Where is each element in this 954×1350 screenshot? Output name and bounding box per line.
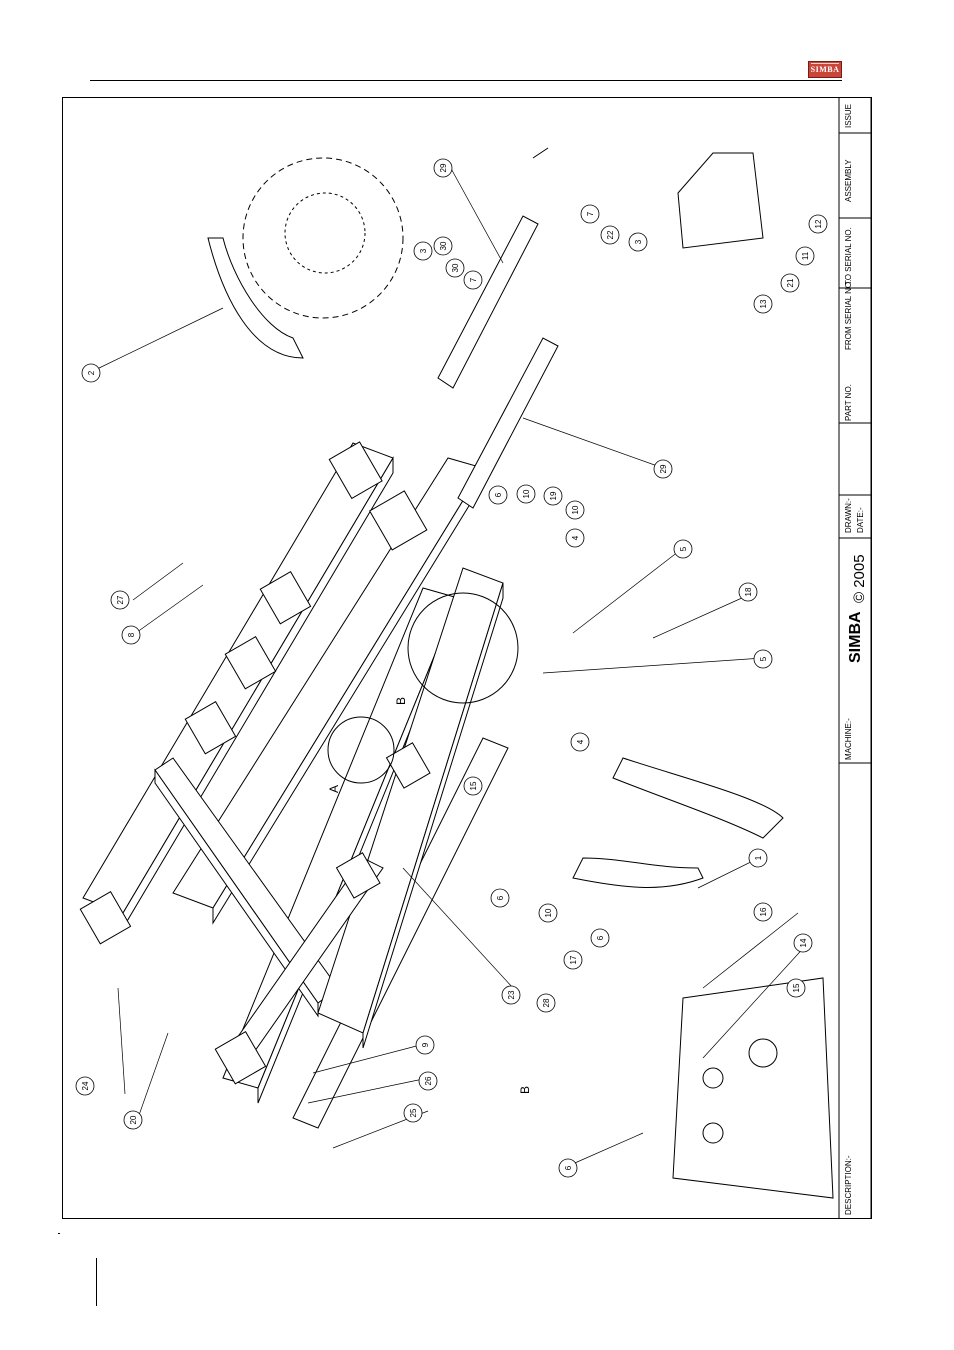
disc-assembly [208,158,403,358]
machine-label: MACHINE:- [844,718,853,760]
description-label: DESCRIPTION:- [844,1155,853,1215]
callout-label: 6 [564,1165,573,1170]
callout-label: 30 [439,241,448,250]
callout-label: 10 [522,489,531,498]
callout-label: 16 [759,907,768,916]
callout-label: 10 [571,505,580,514]
callout-label: 4 [576,739,585,744]
view-label-b-lower: B [518,1086,532,1094]
callout-label: 12 [814,219,823,228]
callout-label: 2 [87,370,96,375]
detail-bracket [678,153,763,248]
callout-label: 25 [409,1108,418,1117]
main-frame [83,443,508,1128]
assembly-label: ASSEMBLY [844,159,853,202]
drawn-label: DRAWN:- [844,498,853,533]
callout-label: 29 [439,163,448,172]
from-serial-label: FROM SERIAL NO. [844,280,853,350]
brand-mark: SIMBA [847,611,864,663]
margin-mark [58,1233,60,1234]
callout-label: 22 [606,230,615,239]
callout-label: 4 [571,535,580,540]
view-label-b-upper: B [394,697,408,705]
callout-label: 6 [494,492,503,497]
callout-label: 7 [469,277,478,282]
adjuster-arms [438,148,558,508]
view-label-a: A [327,785,341,793]
part-no-label: PART NO. [844,384,853,421]
callout-label: 15 [469,781,478,790]
issue-label: ISSUE [844,104,853,128]
callout-label: 18 [744,587,753,596]
callout-label: 30 [451,263,460,272]
callout-label: 28 [542,998,551,1007]
callout-label: 17 [569,955,578,964]
callout-label: 19 [549,491,558,500]
simba-logo: SIMBA [808,61,842,78]
callout-label: 24 [81,1081,90,1090]
margin-rule [96,1258,97,1306]
callout-label: 6 [596,935,605,940]
callout-label: 21 [786,278,795,287]
callout-label: 26 [424,1076,433,1085]
callout-label: 7 [586,211,595,216]
callout-label: 29 [659,464,668,473]
callout-label: 15 [792,983,801,992]
copyright: © 2005 [851,554,868,603]
callout-label: 14 [799,938,808,947]
callout-label: 10 [544,908,553,917]
callout-label: 27 [116,595,125,604]
callout-label: 5 [679,546,688,551]
callout-label: 11 [801,251,810,260]
lower-leg [573,758,833,1198]
callout-label: 8 [127,632,136,637]
date-label: DATE:- [856,507,865,533]
drawing-frame: DESCRIPTION:- MACHINE:- DRAWN:- DATE:- P… [62,97,872,1219]
header-rule [90,80,842,81]
callout-label: 9 [421,1042,430,1047]
callout-label: 20 [129,1115,138,1124]
callout-label: 3 [419,248,428,253]
parts-drawing: DESCRIPTION:- MACHINE:- DRAWN:- DATE:- P… [63,98,871,1218]
callout-label: 3 [634,239,643,244]
callout-label: 23 [507,990,516,999]
callout-label: 13 [759,299,768,308]
callout-label: 1 [754,855,763,860]
callout-label: 5 [759,656,768,661]
callout-label: 6 [496,895,505,900]
to-serial-label: TO SERIAL NO. [844,227,853,285]
